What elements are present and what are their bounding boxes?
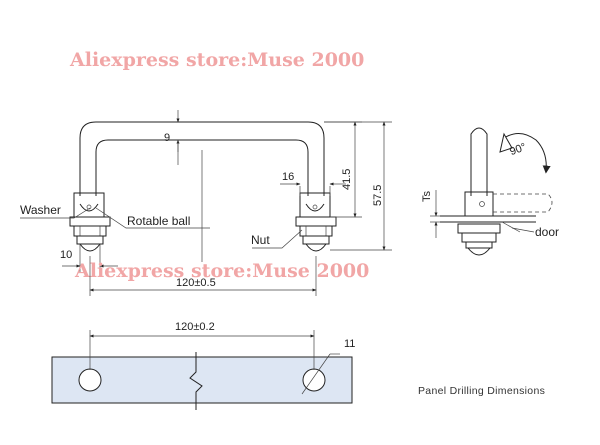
panel-drilling-caption: Panel Drilling Dimensions (418, 385, 545, 397)
dim-16: 16 (280, 171, 346, 196)
dim-9: 9 (164, 110, 180, 165)
dim-120-handle: 120±0.5 (89, 256, 317, 296)
dim-57-5: 57.5 (324, 121, 392, 251)
dim-10: 10 (60, 244, 118, 272)
dim-120-handle-label: 120±0.5 (176, 277, 216, 289)
dim-41-5-label: 41.5 (341, 169, 353, 190)
dim-9-label: 9 (164, 132, 170, 144)
dim-16-label: 16 (282, 171, 294, 183)
dim-57-5-label: 57.5 (372, 185, 384, 206)
handle-side-view (440, 127, 553, 256)
label-washer: Washer (20, 203, 61, 217)
callout-washer: Washer (20, 203, 91, 219)
callout-rotable-ball: Rotable ball (95, 207, 210, 229)
dim-10-label: 10 (60, 249, 72, 261)
dim-11-label: 11 (344, 338, 355, 350)
callout-nut: Nut (251, 229, 303, 249)
label-ts: Ts (421, 191, 433, 203)
label-angle: 90° (508, 141, 528, 158)
watermark-middle: Aliexpress store:Muse 2000 (74, 260, 369, 282)
dim-120-holes-label: 120±0.2 (175, 321, 215, 333)
label-rotable-ball: Rotable ball (127, 214, 190, 228)
panel-plate (51, 356, 353, 404)
label-nut: Nut (251, 233, 270, 247)
right-foot (295, 192, 337, 252)
drill-hole-left (78, 368, 102, 392)
dim-ts: Ts (421, 190, 440, 238)
callout-door: door (511, 225, 559, 239)
panel-drilling-view (51, 352, 353, 410)
left-foot (69, 192, 111, 252)
handle-front-view (69, 121, 337, 262)
watermark-top: Aliexpress store:Muse 2000 (69, 49, 364, 71)
dim-120-holes: 120±0.2 (89, 321, 315, 370)
label-door: door (535, 225, 559, 239)
